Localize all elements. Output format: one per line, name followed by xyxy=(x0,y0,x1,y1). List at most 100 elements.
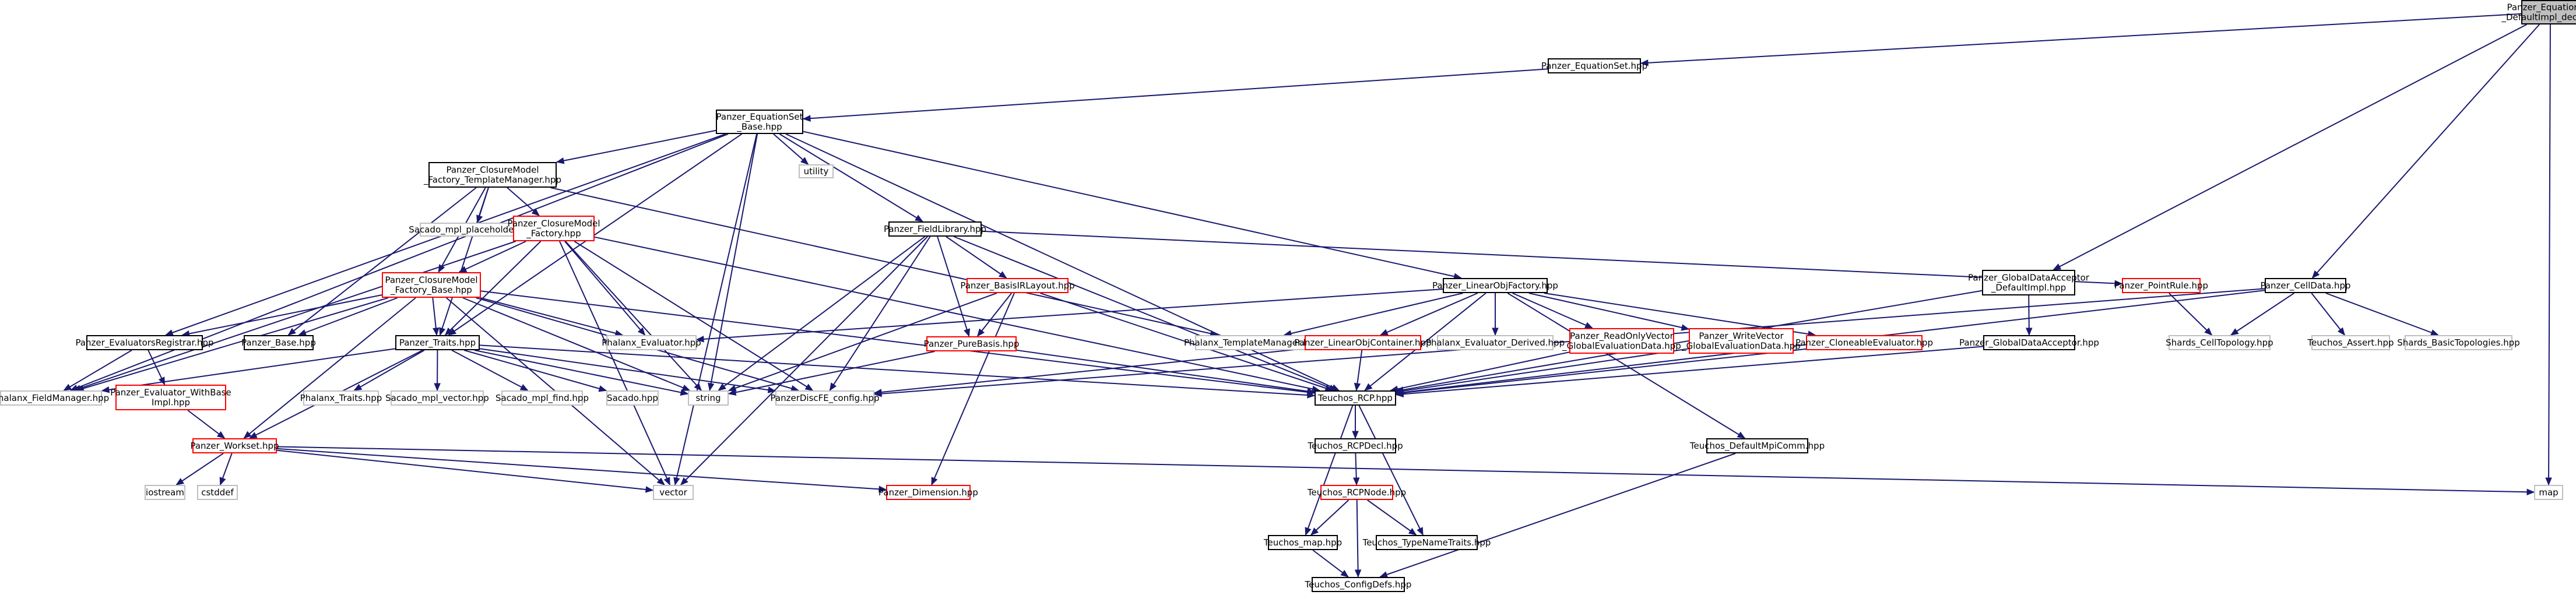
node-eqset[interactable]: Panzer_EquationSet.hpp xyxy=(1541,58,1647,73)
node-label-map: map xyxy=(2539,487,2558,498)
node-label-sacadoplace: Sacado_mpl_placeholders.hpp xyxy=(409,224,541,235)
node-box-cstddef xyxy=(197,485,238,500)
arrowhead-linobjfac-to-rcp xyxy=(1364,383,1373,391)
node-label-rcpnode: Teuchos_RCPNode.hpp xyxy=(1307,487,1406,498)
arrowhead-rcp-to-typename xyxy=(1417,527,1424,536)
node-box-panzerbase xyxy=(244,335,314,350)
edge-linobjfac-to-phxtm xyxy=(1284,293,1463,336)
edge-teuchosmap-to-configdefs xyxy=(1312,550,1349,578)
edge-root-to-eqset xyxy=(1640,13,2522,64)
arrowhead-rcpdecl-to-rcpnode xyxy=(1352,477,1360,486)
node-label-gda: Panzer_GlobalDataAcceptor.hpp xyxy=(1959,337,2099,348)
node-fieldlib[interactable]: Panzer_FieldLibrary.hpp xyxy=(884,221,986,237)
node-box-phxfm xyxy=(0,390,102,406)
node-label-evalwithbase: Panzer_Evaluator_WithBase xyxy=(110,388,231,399)
node-shardsbasic: Shards_BasicTopologies.hpp xyxy=(2397,335,2520,350)
node-gdadefault[interactable]: Panzer_GlobalDataAcceptor_DefaultImpl.hp… xyxy=(1968,270,2090,295)
node-celldata[interactable]: Panzer_CellData.hpp xyxy=(2260,278,2351,293)
arrowhead-linobjfac-to-linobjcont xyxy=(1379,329,1389,336)
node-cmftm[interactable]: Panzer_ClosureModel_Factory_TemplateMana… xyxy=(423,162,561,188)
node-evalreg[interactable]: Panzer_EvaluatorsRegistrar.hpp xyxy=(75,335,214,350)
arrowhead-cmf-to-string xyxy=(694,382,702,391)
node-label-evalwithbase: Impl.hpp xyxy=(152,397,190,408)
edge-linobjfac-to-linobjcont xyxy=(1380,293,1478,336)
arrowhead-pointrule-to-shardscell xyxy=(2204,328,2213,336)
node-box-discfe xyxy=(775,390,874,406)
node-label-basisirl: Panzer_BasisIRLayout.hpp xyxy=(960,280,1074,291)
arrowhead-traits-to-sacadovec xyxy=(434,383,441,392)
node-configdefs[interactable]: Teuchos_ConfigDefs.hpp xyxy=(1305,577,1412,592)
node-gda[interactable]: Panzer_GlobalDataAcceptor.hpp xyxy=(1959,335,2099,350)
node-box-configdefs xyxy=(1312,577,1405,592)
edge-cmf-to-rcp xyxy=(594,236,1320,391)
edge-cmf-to-traits xyxy=(445,241,542,336)
node-label-sacadofind: Sacado_mpl_find.hpp xyxy=(495,393,589,404)
arrowhead-evalwithbase-to-workset xyxy=(216,431,226,439)
node-cmfb[interactable]: Panzer_ClosureModel_Factory_Base.hpp xyxy=(382,272,481,298)
arrowhead-rcpnode-to-teuchosmap xyxy=(1310,527,1319,536)
node-label-teuchosmap: Teuchos_map.hpp xyxy=(1263,537,1342,548)
edge-fieldlib-to-string xyxy=(718,236,926,391)
node-phxeval: Phalanx_Evaluator.hpp xyxy=(602,335,701,350)
edge-traits-to-sacado xyxy=(464,350,607,392)
node-linobjfac[interactable]: Panzer_LinearObjFactory.hpp xyxy=(1432,278,1558,293)
node-box-eqsetbase xyxy=(716,110,803,134)
arrowhead-cmfb-to-vector xyxy=(656,477,665,485)
node-box-defmpicomm xyxy=(1706,438,1808,453)
edge-fieldlib-to-pointrule xyxy=(981,230,2122,284)
node-rcp[interactable]: Teuchos_RCP.hpp xyxy=(1315,390,1396,406)
node-box-cmfb xyxy=(382,272,481,298)
node-linobjcont[interactable]: Panzer_LinearObjContainer.hpp xyxy=(1294,335,1432,350)
edge-basisirl-to-purebasis xyxy=(976,293,1013,337)
node-label-phxfm: Phalanx_FieldManager.hpp xyxy=(0,393,109,404)
node-basisirl[interactable]: Panzer_BasisIRLayout.hpp xyxy=(960,278,1075,293)
node-workset[interactable]: Panzer_Workset.hpp xyxy=(190,438,279,453)
arrowhead-cmfb-to-panzerbase xyxy=(298,329,307,336)
edge-cmf-to-phxeval xyxy=(564,241,646,336)
edge-traits-to-string xyxy=(474,350,688,395)
node-label-cmf: _Factory.hpp xyxy=(526,228,581,240)
node-label-rcpdecl: Teuchos_RCPDecl.hpp xyxy=(1307,441,1403,452)
arrowhead-fieldlib-to-pointrule xyxy=(2114,280,2123,287)
node-label-rcp: Teuchos_RCP.hpp xyxy=(1317,393,1393,404)
node-cloneable[interactable]: Panzer_CloneableEvaluator.hpp xyxy=(1795,335,1933,350)
node-box-linobjcont xyxy=(1305,335,1421,350)
node-box-root xyxy=(2521,0,2576,24)
edge-linobjcont-to-discfe xyxy=(874,348,1305,394)
node-label-purebasis: Panzer_PureBasis.hpp xyxy=(924,339,1020,350)
node-eqsetbase[interactable]: Panzer_EquationSet_Base.hpp xyxy=(716,110,803,134)
node-label-eqsetbase: _Base.hpp xyxy=(736,122,782,133)
node-defmpicomm[interactable]: Teuchos_DefaultMpiComm.hpp xyxy=(1689,438,1825,453)
node-rcpdecl[interactable]: Teuchos_RCPDecl.hpp xyxy=(1307,438,1403,453)
arrowhead-linobjfac-to-defmpicomm xyxy=(1737,431,1746,439)
arrowhead-linobjfac-to-phxevalder xyxy=(1492,328,1499,336)
node-discfe: PanzerDiscFE_config.hpp xyxy=(771,390,879,406)
node-dimension[interactable]: Panzer_Dimension.hpp xyxy=(878,485,978,500)
node-teuchosmap[interactable]: Teuchos_map.hpp xyxy=(1263,535,1342,550)
node-shardscell: Shards_CellTopology.hpp xyxy=(2166,335,2273,350)
node-pointrule[interactable]: Panzer_PointRule.hpp xyxy=(2114,278,2208,293)
node-writevec[interactable]: Panzer_WriteVector_GlobalEvaluationData.… xyxy=(1681,328,1801,354)
arrowhead-workset-to-iostream xyxy=(175,478,185,485)
node-purebasis[interactable]: Panzer_PureBasis.hpp xyxy=(924,336,1020,351)
node-box-workset xyxy=(192,438,277,453)
node-sacadovec: Sacado_mpl_vector.hpp xyxy=(385,390,489,406)
node-rcpnode[interactable]: Teuchos_RCPNode.hpp xyxy=(1307,485,1406,500)
node-readonly[interactable]: Panzer_ReadOnlyVector_GlobalEvaluationDa… xyxy=(1562,328,1681,354)
arrowhead-fieldlib-to-string xyxy=(718,383,726,391)
node-cmf[interactable]: Panzer_ClosureModel_Factory.hpp xyxy=(507,216,600,241)
node-box-traits xyxy=(395,335,480,350)
node-label-readonly: Panzer_ReadOnlyVector xyxy=(1570,331,1674,342)
node-traits[interactable]: Panzer_Traits.hpp xyxy=(395,335,480,350)
arrowhead-cmf-to-discfe xyxy=(804,383,814,391)
arrowhead-eqsetbase-to-string xyxy=(708,382,715,392)
edge-cmftm-to-panzerbase xyxy=(287,187,477,336)
node-label-phxeval: Phalanx_Evaluator.hpp xyxy=(602,337,701,348)
node-typename[interactable]: Teuchos_TypeNameTraits.hpp xyxy=(1362,535,1491,550)
node-sacado: Sacado.hpp xyxy=(606,390,659,406)
node-panzerbase[interactable]: Panzer_Base.hpp xyxy=(241,335,316,350)
node-label-evalreg: Panzer_EvaluatorsRegistrar.hpp xyxy=(75,337,213,348)
node-label-teuchosassert: Teuchos_Assert.hpp xyxy=(2307,337,2394,348)
node-box-shardsbasic xyxy=(2405,335,2512,350)
